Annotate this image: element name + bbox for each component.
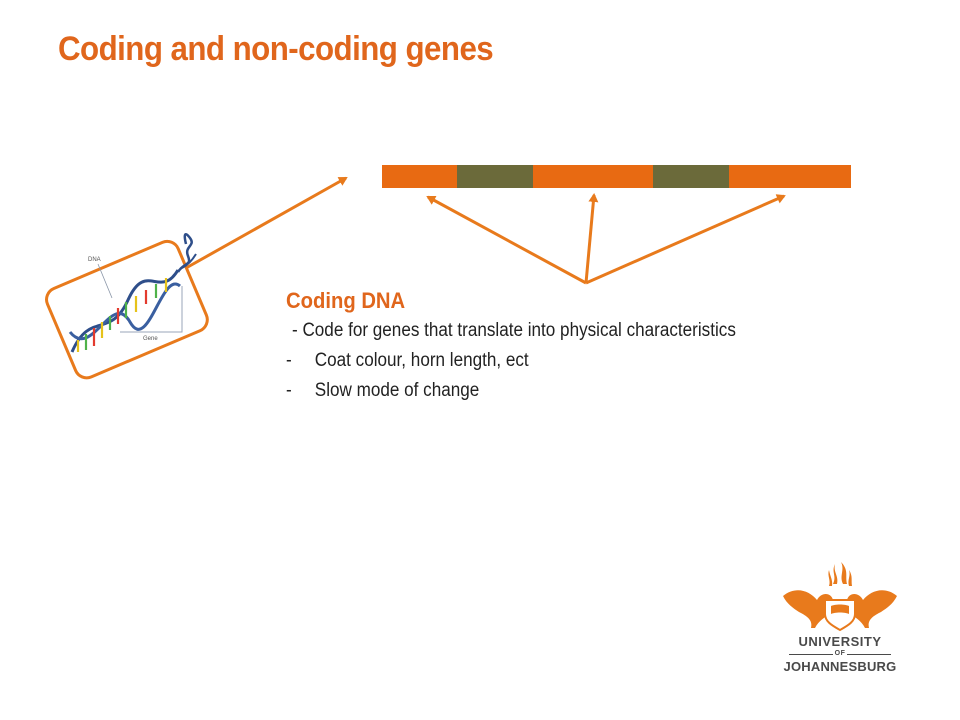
bullet-dash: - [286,380,292,401]
gene-segment-noncoding [533,165,653,188]
logo-line-johannesburg: JOHANNESBURG [783,659,897,674]
coding-dna-text: Coding DNA - Code for genes that transla… [286,288,906,410]
gene-label: Gene [143,336,158,342]
gene-segment-coding [457,165,533,188]
bullet-dash: - [286,350,292,371]
arrow-to-segment-3 [584,193,599,284]
dna-label: DNA [88,257,101,263]
dna-frame [45,239,209,380]
gene-segment-coding [653,165,729,188]
university-logo: UNIVERSITY OF JOHANNESBURG [775,562,905,684]
coding-dna-description: - Code for genes that translate into phy… [292,320,736,341]
arrow-to-segment-5 [585,194,786,285]
logo-line-university: UNIVERSITY [798,634,882,649]
arrow-dna-to-gene [185,176,348,270]
pointer-arrows [426,193,786,285]
bullet-list: - Coat colour, horn length, ect - Slow m… [286,350,906,402]
gene-segment-noncoding [729,165,851,188]
gene-segment-noncoding [382,165,457,188]
coding-dna-heading: Coding DNA [286,288,406,313]
dna-image: Gene DNA [45,233,209,380]
bullet-item: - Slow mode of change [286,380,844,402]
gene-bar [382,165,851,188]
crest-icon [783,562,897,632]
logo-rule-left [789,654,833,655]
bullet-item: - Coat colour, horn length, ect [286,350,844,372]
bullet-text: Slow mode of change [314,380,480,401]
bullet-text: Coat colour, horn length, ect [314,350,529,371]
slide-title: Coding and non-coding genes [58,30,494,68]
arrow-to-segment-1 [426,195,587,285]
logo-line-of: OF [834,650,846,657]
logo-rule-right [847,654,891,655]
